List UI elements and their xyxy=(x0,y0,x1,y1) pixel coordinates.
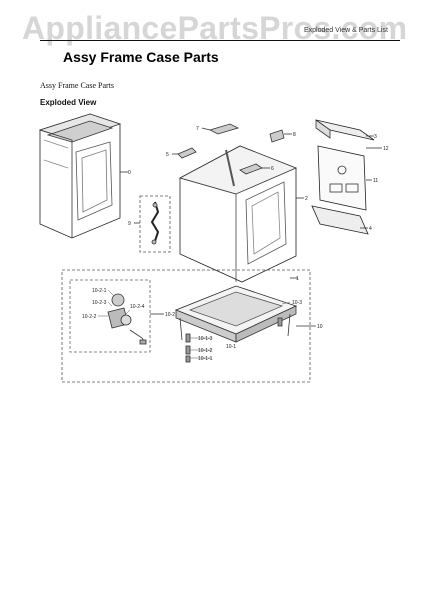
header-right-text: Exploded View & Parts List xyxy=(304,27,388,34)
part-1-base-group xyxy=(61,269,311,383)
callout-12: 12 xyxy=(383,146,389,152)
callout-4: 4 xyxy=(369,226,372,232)
part-6-bracket xyxy=(239,163,270,175)
part-11-back-panel xyxy=(317,145,382,211)
subtitle: Assy Frame Case Parts xyxy=(40,81,114,90)
callouts: 0 1 2 3 4 5 6 7 8 9 10 11 12 10-1 10-2 1… xyxy=(82,126,389,362)
part-2-main-cabinet xyxy=(178,145,304,283)
callout-10-2: 10-2 xyxy=(165,312,175,318)
callout-3: 3 xyxy=(374,134,377,140)
callout-0: 0 xyxy=(128,170,131,176)
callout-2: 2 xyxy=(305,196,308,202)
header-rule xyxy=(40,40,400,41)
leader-lines xyxy=(98,289,291,359)
callout-8: 8 xyxy=(293,132,296,138)
callout-9: 9 xyxy=(128,221,131,227)
part-3-top-panel xyxy=(315,119,375,141)
part-0-reference-cabinet xyxy=(38,113,128,239)
callout-10: 10 xyxy=(317,324,323,330)
callout-10-2-4: 10-2-4 xyxy=(130,304,145,310)
part-9-hose-assembly xyxy=(134,195,171,253)
callout-10-2-3: 10-2-3 xyxy=(92,300,107,306)
callout-7: 7 xyxy=(196,126,199,132)
part-7-bracket xyxy=(201,123,240,135)
part-4-bottom-panel xyxy=(311,205,369,235)
part-10-2-valve-assembly xyxy=(107,293,147,345)
callout-10-1-3: 10-1-3 xyxy=(198,336,213,342)
callout-11: 11 xyxy=(373,178,378,184)
part-8-bracket xyxy=(269,129,292,143)
callout-10-2-2: 10-2-2 xyxy=(82,314,97,320)
callout-10-3: 10-3 xyxy=(292,300,302,306)
callout-10-1-1: 10-1-1 xyxy=(198,356,213,362)
callout-10-1-2: 10-1-2 xyxy=(198,348,213,354)
callout-10-2-1: 10-2-1 xyxy=(92,288,107,294)
callout-6: 6 xyxy=(271,166,274,172)
part-5-bracket xyxy=(172,147,197,159)
part-10-base-frame xyxy=(174,285,316,343)
callout-10-1: 10-1 xyxy=(226,344,236,350)
section-label: Exploded View xyxy=(40,98,97,107)
page-title: Assy Frame Case Parts xyxy=(63,49,219,65)
callout-1: 1 xyxy=(296,276,299,282)
callout-5: 5 xyxy=(166,152,169,158)
